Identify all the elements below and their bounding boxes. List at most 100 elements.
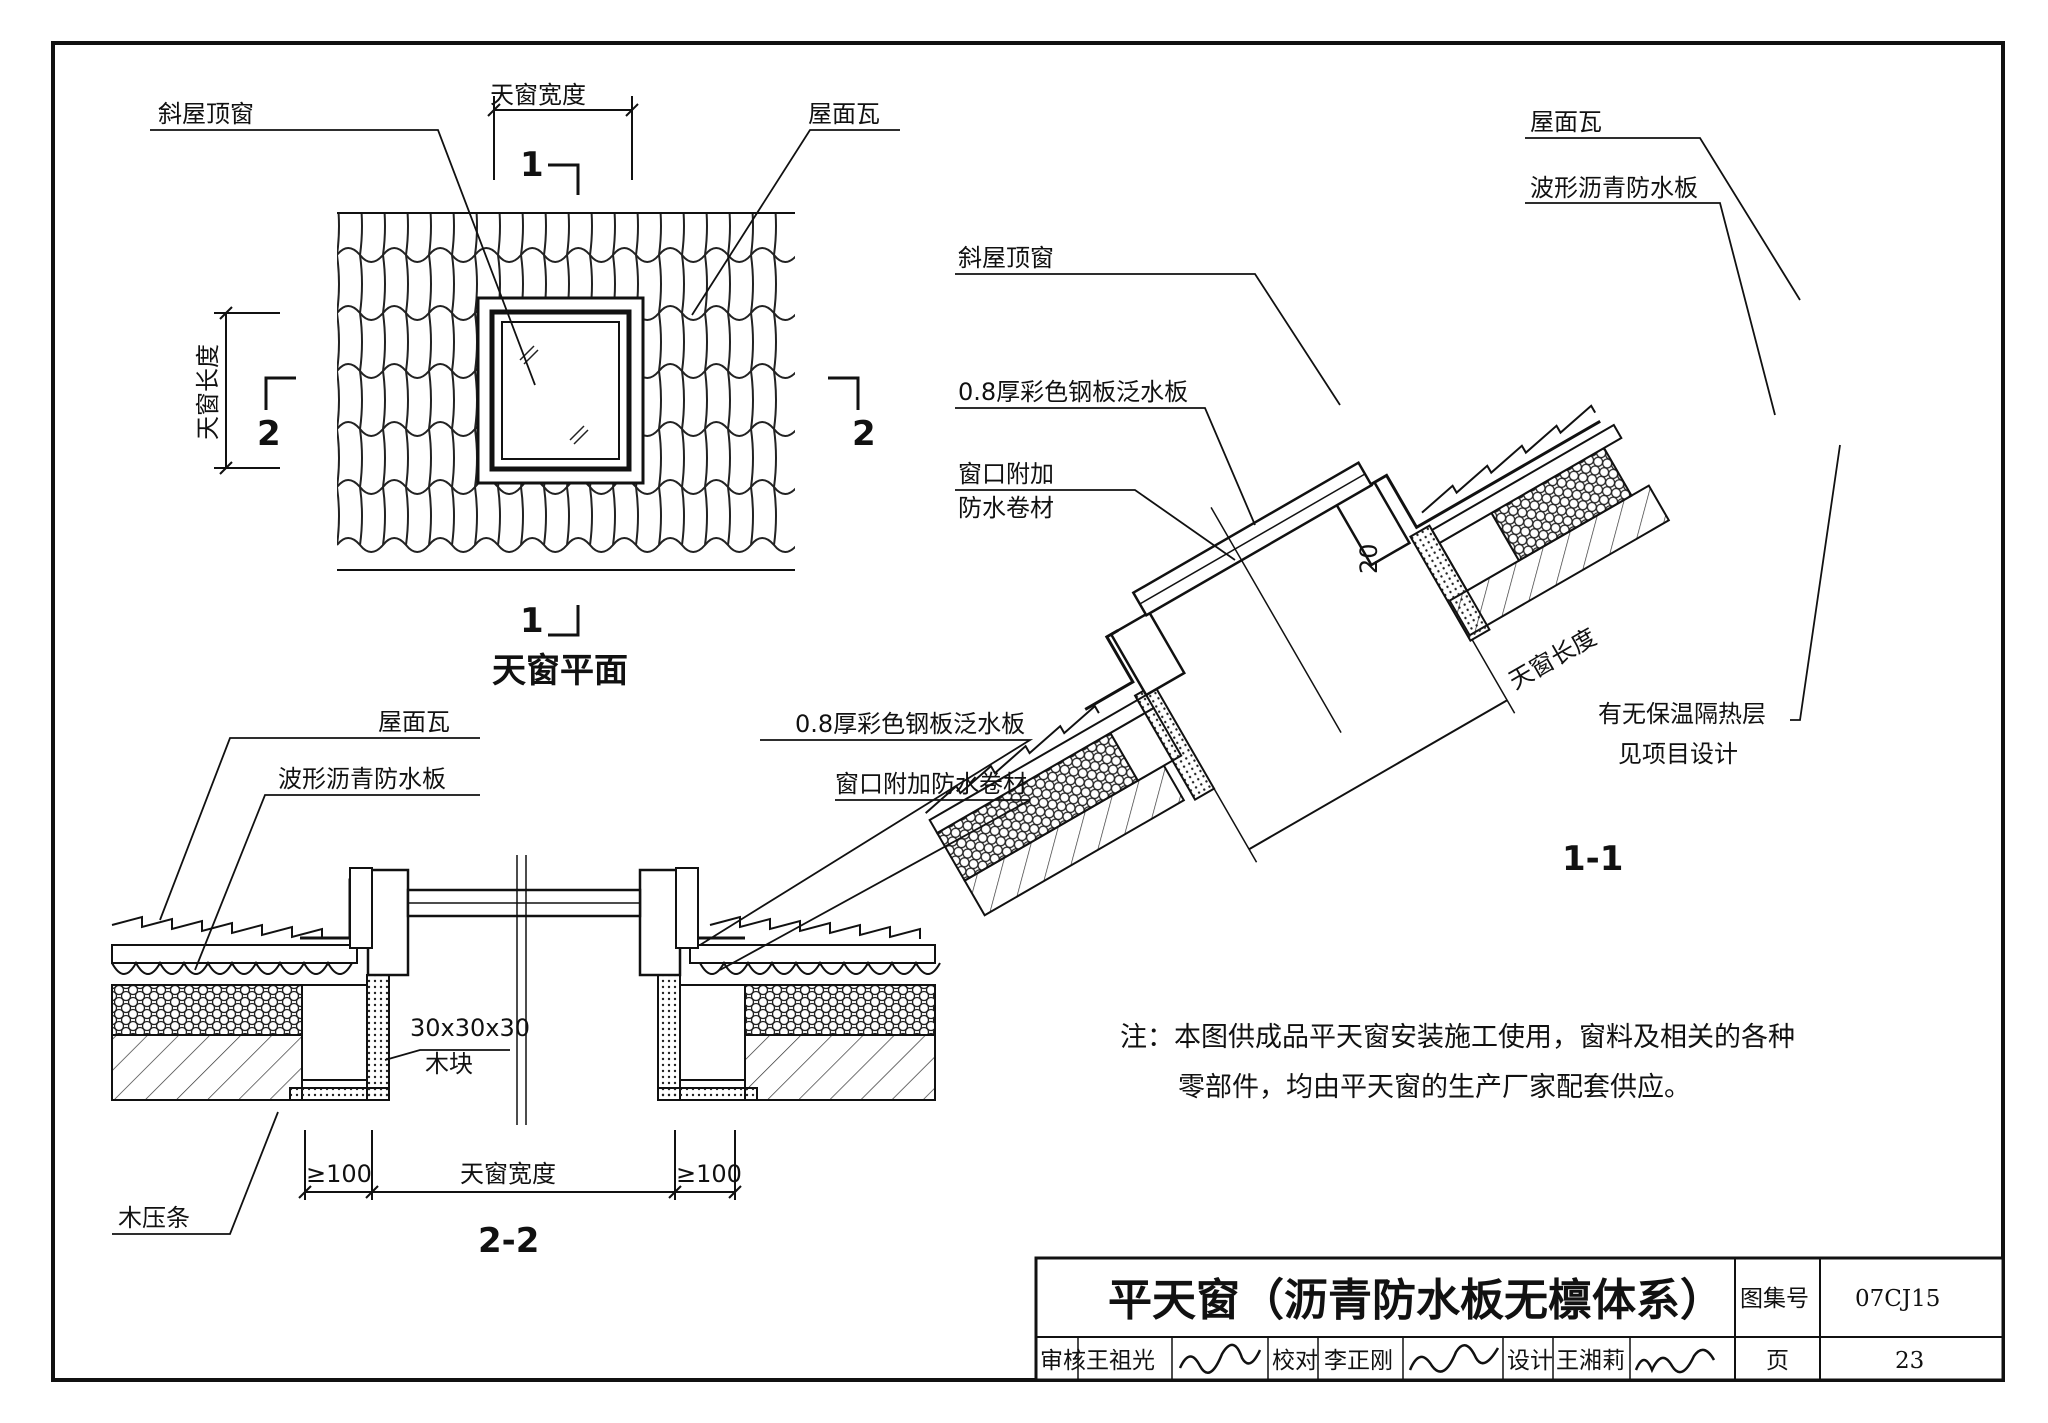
s11-tiles-right [1421,404,1597,514]
s11-window-frame-left [1109,610,1186,697]
tile-column [773,312,777,372]
titleblock-checker: 李正刚 [1324,1348,1393,1374]
s22-tile-label: 屋面瓦 [378,708,450,736]
s22-leaders [112,737,1034,1235]
tile-column [359,254,363,314]
tile-column [451,213,455,256]
designer-signature [1634,1348,1716,1374]
tile-column [797,197,799,255]
tile-column [727,486,731,546]
s11-window-label: 斜屋顶窗 [958,244,1054,272]
tile-column [681,428,685,488]
tile-column [566,213,570,256]
s22-underside-left [289,1087,390,1101]
s11-title: 1-1 [1562,839,1623,879]
titleblock-check: 校对 [1272,1348,1318,1374]
s22-flashing-label: 0.8厚彩色钢板泛水板 [795,710,1025,738]
tile-column [773,370,777,430]
roof-tile-field [337,197,799,553]
titleblock-designer: 王湘莉 [1556,1348,1625,1374]
tile-column [474,486,478,546]
s11-membrane-label-2: 防水卷材 [958,494,1054,522]
titleblock-atlas-no: 07CJ15 [1855,1286,1940,1312]
section-1-bottom-label: 1 [520,601,544,641]
tile-column [681,213,685,256]
tile-column [773,254,777,314]
s22-clad-right [675,867,699,949]
tile-column [359,370,363,430]
checker-signature [1408,1344,1500,1373]
tile-column [405,213,409,256]
titleblock-title: 平天窗（沥青防水板无檩体系） [1108,1275,1724,1326]
tile-column [658,312,662,372]
s11-leaders [955,137,1841,721]
tile-column [337,312,340,372]
tile-column [382,428,386,488]
plan-length-label: 天窗长度 [194,344,222,440]
tile-column [797,313,799,371]
tile-column [589,213,593,256]
tile-column [359,213,363,256]
section-1-1-body [925,404,1671,917]
tile-column [451,486,455,546]
section-2-left-label: 2 [257,414,281,454]
tile-column [543,486,547,546]
tile-column [428,312,432,372]
s22-dim-left: ≥100 [306,1160,372,1188]
tile-column [382,213,386,256]
tile-column [337,486,340,546]
s11-flashing-label: 0.8厚彩色钢板泛水板 [958,378,1188,406]
tile-column [681,254,685,314]
tile-column [359,428,363,488]
s11-insulation-label-2: 见项目设计 [1618,740,1738,768]
plan-width-dimension [487,96,639,180]
tile-column [681,312,685,372]
s22-membrane-label: 窗口附加防水卷材 [835,770,1027,798]
plan-width-label: 天窗宽度 [490,81,586,109]
s22-underside-right [657,1087,758,1101]
s22-insulation-right [744,984,936,1036]
tile-column [704,254,708,314]
tile-column [382,254,386,314]
tile-column [750,370,754,430]
tile-column [405,428,409,488]
tile-column [658,370,662,430]
s22-slab-right [744,1034,936,1101]
s22-frame-right [638,868,682,977]
tile-column [428,428,432,488]
tile-column [727,213,731,256]
tile-column [359,486,363,546]
tile-column [474,213,478,256]
titleblock-page-no: 23 [1895,1348,1924,1374]
titleblock-design: 设计 [1507,1348,1553,1374]
tile-column [704,428,708,488]
tile-column [612,486,616,546]
tile-column [658,254,662,314]
tile-column [451,312,455,372]
s22-batten-right [679,984,746,1081]
tile-column [704,213,708,256]
section-2-markers [264,376,860,410]
tile-column [750,213,754,256]
s22-strip-label: 木压条 [118,1204,190,1232]
s22-upstand-right [657,974,681,1101]
tile-column [681,370,685,430]
tile-column [635,486,639,546]
tile-column [428,213,432,256]
section-1-1-view: 天窗长度 20 屋面瓦 波形沥青防水板 斜屋顶窗 0.8厚彩色钢板泛水板 窗口附… [925,108,1841,917]
tile-column [428,254,432,314]
s11-length-dim [1248,699,1508,851]
s22-dim-width: 天窗宽度 [460,1160,556,1188]
tile-column [405,254,409,314]
tile-column [497,213,501,256]
tile-column [797,487,799,545]
tile-column [704,486,708,546]
tile-column [589,486,593,546]
s11-glass-line [1139,473,1366,605]
tile-column [773,213,777,256]
titleblock-review: 审核 [1040,1348,1086,1374]
tile-column [797,371,799,429]
s11-tiles-left [925,704,1100,814]
s22-dim-right: ≥100 [676,1160,742,1188]
